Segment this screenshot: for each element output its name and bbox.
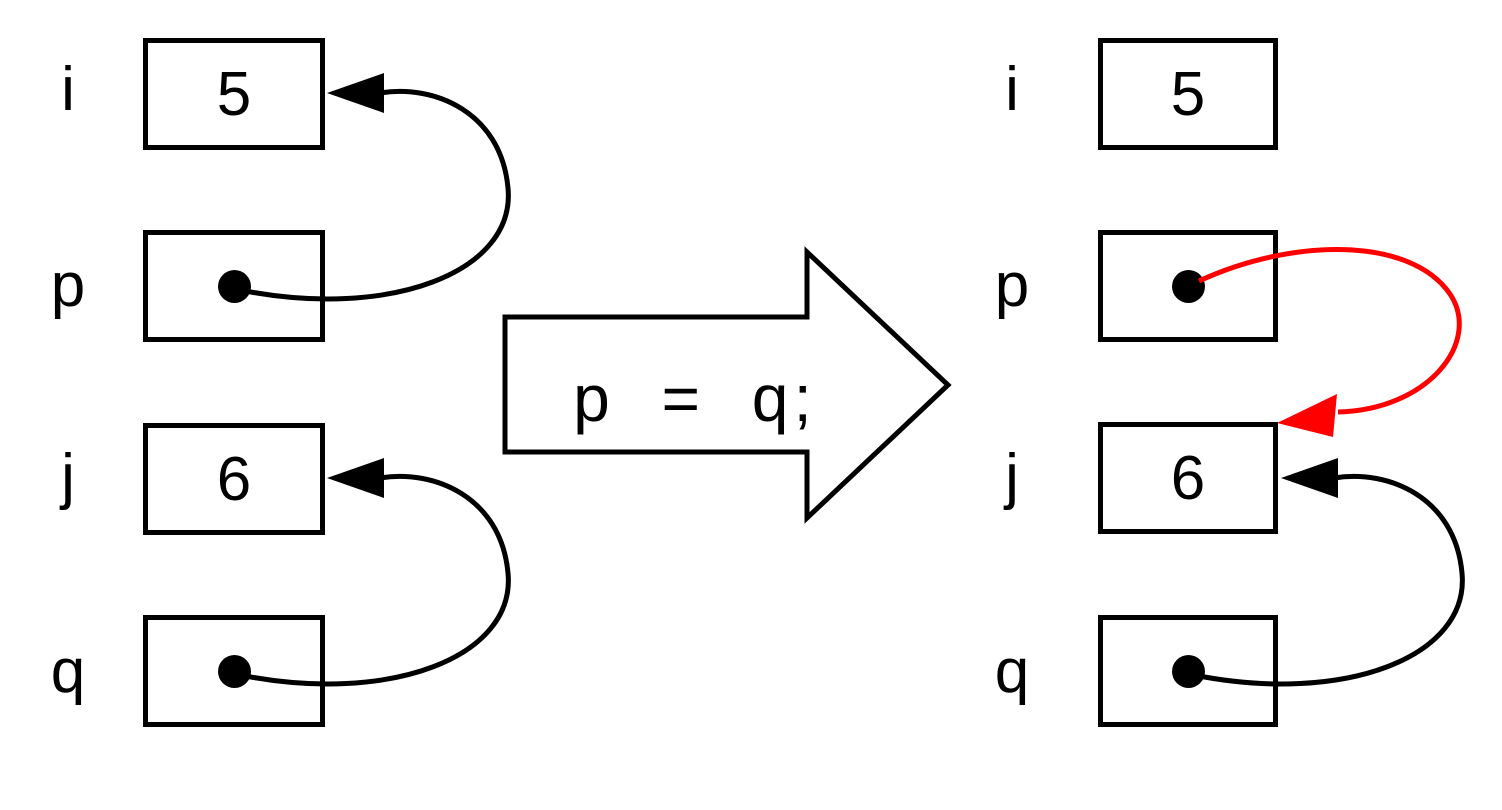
var-label-p-left: p [50,251,86,320]
var-value-j-left: 6 [216,444,252,514]
var-value-i-left: 5 [216,59,252,129]
var-label-i-left: i [61,55,75,124]
var-value-j-right: 6 [1170,443,1206,513]
var-box-q-left [143,615,325,727]
var-label-q-left: q [50,637,86,706]
arrowhead-icon-p-to-i-left [327,73,384,113]
pointer-dot-icon-p-right [1171,269,1205,303]
var-value-i-right: 5 [1170,59,1206,129]
arrowhead-icon-p-to-j-right [1277,394,1337,437]
var-box-p-right [1098,230,1278,342]
arrowhead-icon-q-to-j-right [1281,458,1338,498]
var-label-j-right: j [1005,442,1019,511]
var-label-q-right: q [994,637,1030,706]
var-box-i-right: 5 [1098,38,1278,150]
var-label-j-left: j [61,442,75,511]
var-box-j-left: 6 [143,423,325,535]
assignment-statement: p = q; [573,361,817,435]
var-box-i-left: 5 [143,38,325,150]
var-box-p-left [143,230,325,342]
pointer-dot-icon-p-left [217,269,251,303]
var-label-p-right: p [994,251,1030,320]
var-box-j-right: 6 [1098,422,1278,534]
pointer-dot-icon-q-left [217,654,251,688]
arrowhead-icon-q-to-j-left [327,458,384,498]
pointer-dot-icon-q-right [1171,654,1205,688]
var-label-i-right: i [1005,55,1019,124]
var-box-q-right [1098,615,1278,727]
